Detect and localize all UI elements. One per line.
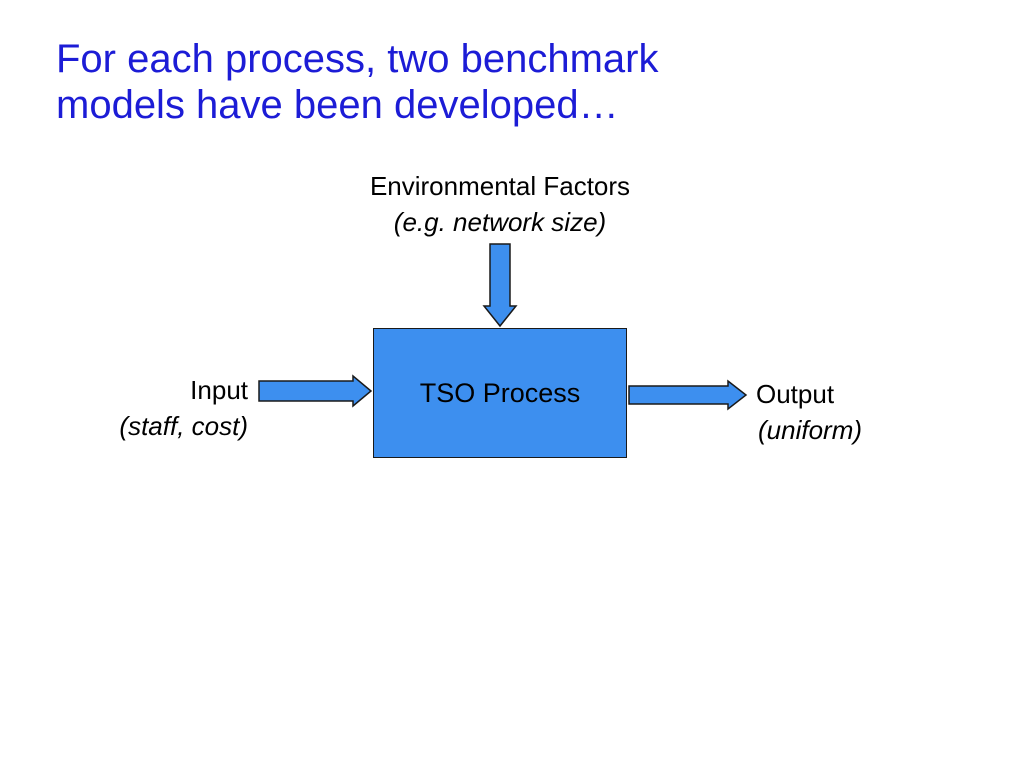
output-title: Output [756,379,835,409]
slide-title-line-2: models have been developed… [56,83,619,127]
environmental-factors-example: (e.g. network size) [393,207,607,237]
environmental-factors-title: Environmental Factors [369,171,631,201]
slide-title-line-1: For each process, two benchmark [56,37,659,81]
input-arrow [258,374,373,408]
slide-title: For each process, two benchmark models h… [56,36,956,128]
input-example: (staff, cost) [119,411,248,441]
environmental-arrow [482,243,518,328]
tso-process-label: TSO Process [419,377,581,408]
tso-process-box: TSO Process [373,328,627,458]
environmental-factors-label: Environmental Factors (e.g. network size… [300,168,700,240]
output-label: Output (uniform) [756,376,976,448]
output-arrow [628,379,748,411]
input-label: Input (staff, cost) [40,372,248,444]
output-example: (uniform) [758,415,863,445]
input-title: Input [190,375,248,405]
